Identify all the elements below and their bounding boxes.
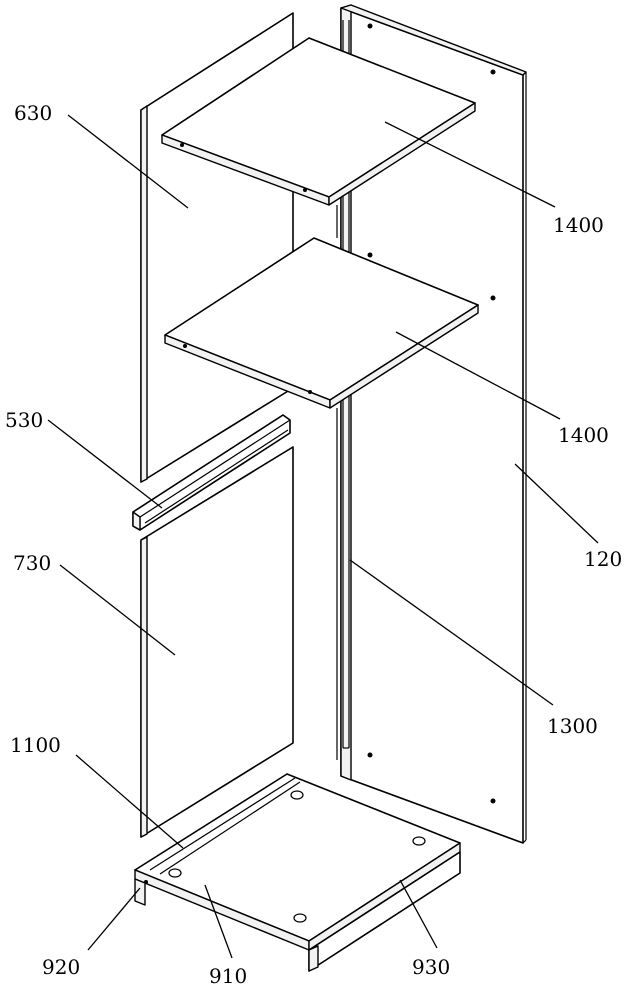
label-920: 920 (42, 955, 80, 979)
label-1400-upper: 1400 (553, 213, 604, 237)
rail-530 (132, 414, 291, 531)
base-front-930 (308, 851, 461, 972)
leader-730 (59, 564, 176, 656)
label-120: 120 (584, 547, 622, 571)
leader-1400-upper (384, 121, 556, 208)
label-1400-lower: 1400 (558, 423, 609, 447)
label-1300: 1300 (547, 714, 598, 738)
label-910: 910 (209, 964, 247, 988)
leader-630 (67, 114, 189, 209)
base-910 (134, 773, 461, 951)
shelf-1400-lower (164, 237, 479, 760)
door-panel-730 (140, 446, 294, 838)
leader-920 (87, 887, 141, 951)
label-930: 930 (412, 955, 450, 979)
leader-530 (47, 419, 163, 509)
leader-930 (399, 879, 438, 949)
label-530: 530 (5, 408, 43, 432)
leader-1100 (75, 754, 184, 849)
label-730: 730 (13, 551, 51, 575)
label-630: 630 (14, 101, 52, 125)
label-1100: 1100 (10, 733, 61, 757)
shelf-1400-upper (161, 37, 476, 238)
leader-120 (514, 463, 599, 544)
leader-1400-lower (395, 331, 561, 420)
leader-1300 (349, 559, 554, 706)
leader-910 (204, 884, 233, 959)
